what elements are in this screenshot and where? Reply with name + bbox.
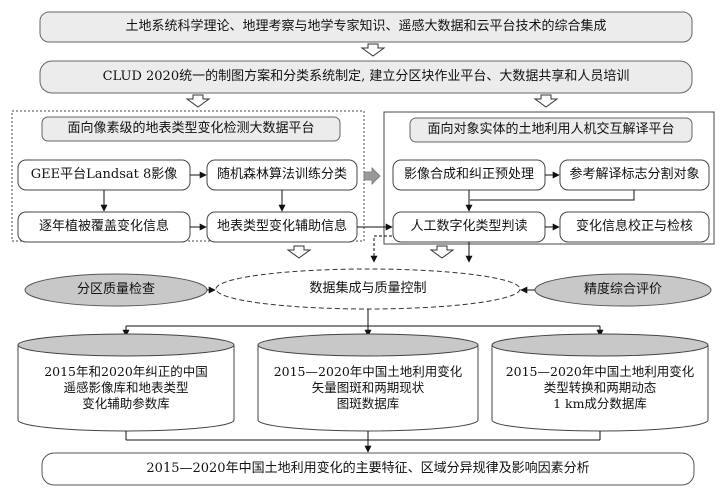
gray-block-arrow (363, 167, 381, 185)
left-panel-title-box (41, 116, 341, 142)
segment-label: 参考解译标志分割对象 (569, 167, 700, 182)
top-box (39, 11, 693, 43)
db-right-line-2: 类型转换和两期动态 (543, 380, 657, 395)
db-left-line-2: 遥感影像库和地表类型 (63, 380, 189, 395)
db-right-label: 2015—2020年中国土地利用变化 类型转换和两期动态 1 km成分数据库 (492, 360, 708, 416)
db-right-cylinder (491, 333, 709, 432)
db-mid-cylinder (257, 333, 479, 432)
right-panel (383, 111, 715, 245)
arrow-segment-manual (470, 190, 635, 201)
manual-label: 人工数字化类型判读 (410, 219, 528, 234)
db-left-line-3: 变化辅助参数库 (82, 396, 170, 411)
bottom-box (41, 452, 695, 486)
verify-box (559, 211, 710, 243)
hollow-arrow-top (360, 43, 386, 57)
right-panel-title: 面向对象实体的土地利用人机交互解译平台 (427, 122, 675, 137)
db-right-line-1: 2015—2020年中国土地利用变化 (505, 364, 695, 379)
hollow-arrow-right-panel (429, 245, 455, 259)
db-mid-line-1: 2015—2020年中国土地利用变化 (273, 364, 463, 379)
integration-label: 数据集成与质量控制 (309, 281, 427, 296)
db-right-line-3: 1 km成分数据库 (553, 396, 647, 411)
db-left-label: 2015年和2020年纠正的中国 遥感影像库和地表类型 变化辅助参数库 (18, 360, 234, 416)
db-left-line-1: 2015年和2020年纠正的中国 (44, 364, 208, 379)
db-mid-line-2: 矢量图斑和两期现状 (311, 380, 425, 395)
bottom-box-label: 2015—2020年中国土地利用变化的主要特征、区域分异规律及影响因素分析 (146, 461, 590, 476)
left-panel-title: 面向像素级的地表类型变化检测大数据平台 (67, 121, 315, 136)
gee-label: GEE平台Landsat 8影像 (30, 167, 178, 182)
db-mid-line-3: 图斑数据库 (336, 396, 400, 411)
dashed-arrow-manual-integration (370, 235, 392, 263)
clud-box-label: CLUD 2020统一的制图方案和分类系统制定, 建立分区块作业平台、大数据共享… (102, 69, 630, 84)
accuracy-label: 精度综合评价 (583, 282, 662, 297)
hollow-arrow-left-panel (286, 245, 312, 259)
composite-label: 影像合成和纠正预处理 (403, 167, 534, 182)
db-left-cylinder (17, 333, 235, 432)
verify-label: 变化信息校正与检核 (575, 219, 693, 234)
zone-check-label: 分区质量检查 (76, 282, 155, 297)
aux-label: 地表类型变化辅助信息 (216, 219, 347, 234)
db-mid-label: 2015—2020年中国土地利用变化 矢量图斑和两期现状 图斑数据库 (258, 360, 478, 416)
top-box-label: 土地系统科学理论、地理考察与地学专家知识、遥感大数据和云平台技术的综合集成 (125, 19, 607, 34)
hollow-arrow-left (185, 94, 211, 108)
veg-label: 逐年植被覆盖变化信息 (38, 219, 169, 234)
right-panel-title-box (409, 117, 693, 143)
rf-label: 随机森林算法训练分类 (216, 167, 347, 182)
clud-box (39, 60, 693, 94)
hollow-arrow-right (533, 94, 559, 108)
